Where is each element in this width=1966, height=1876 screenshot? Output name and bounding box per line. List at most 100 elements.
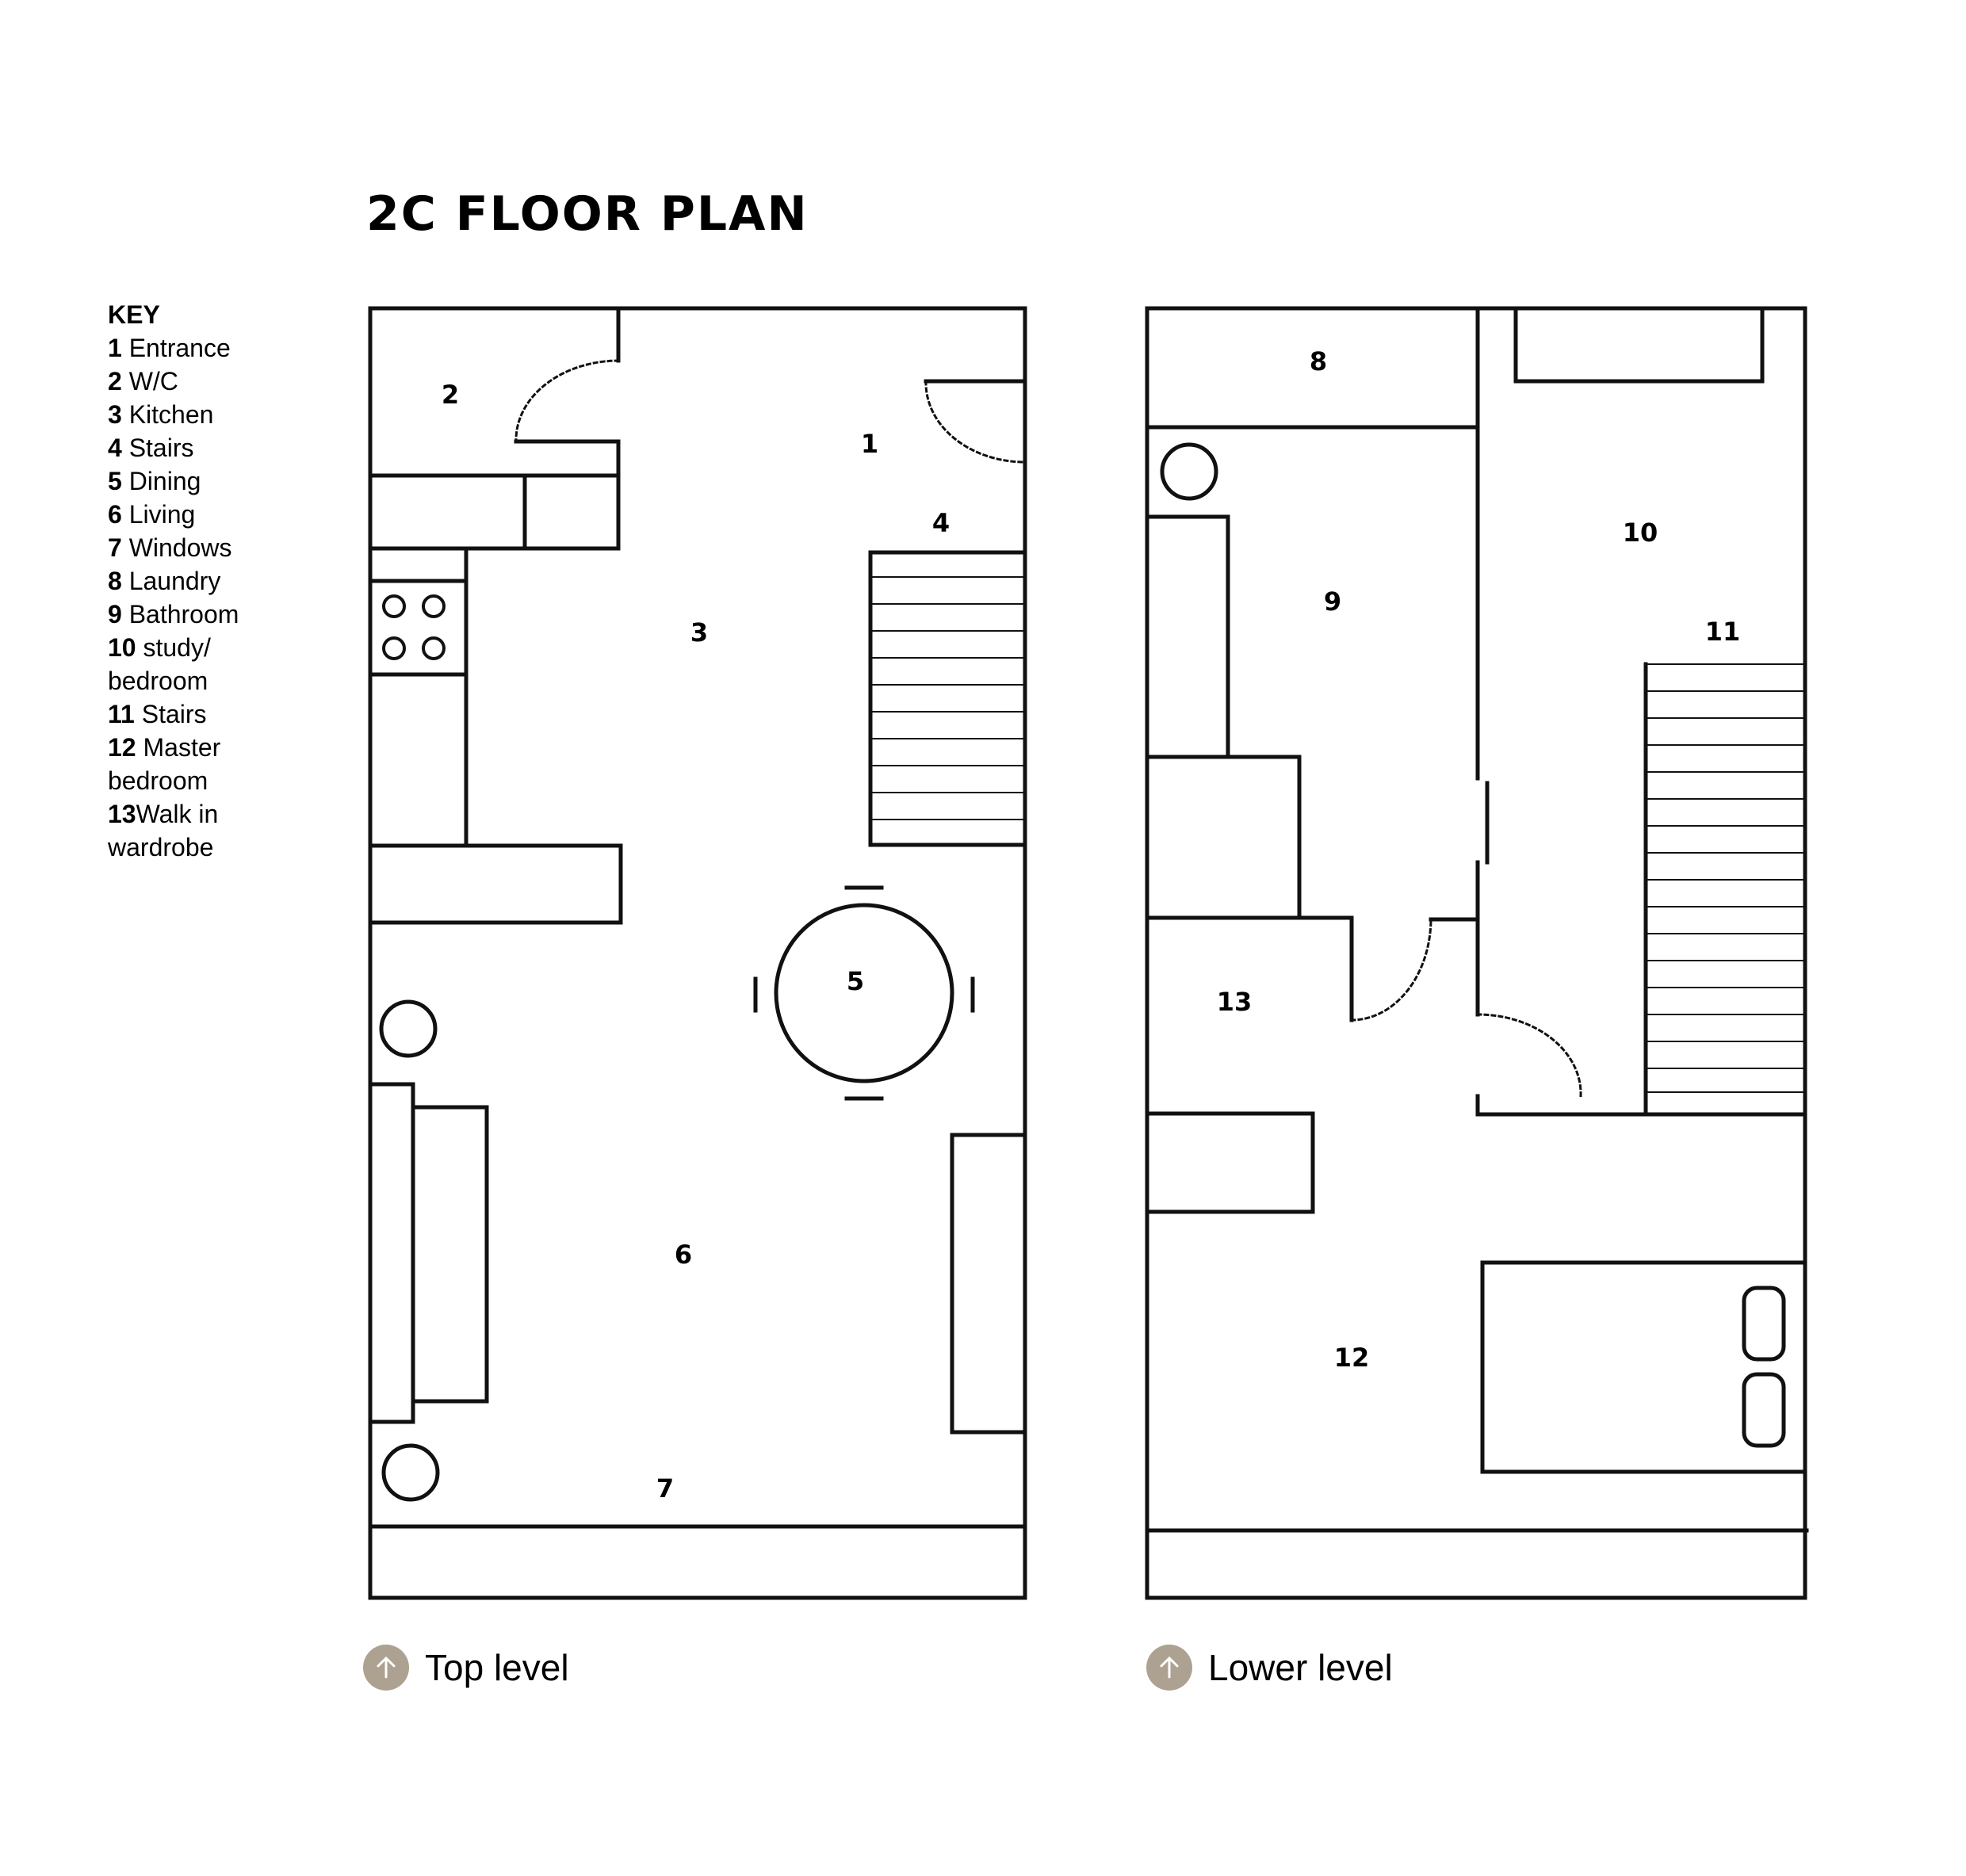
top-level-caption: Top level [363,1645,569,1691]
lower-level-plan [1145,306,1809,1600]
key-heading: KEY [108,300,160,329]
key-item-label: Stairs [128,434,194,462]
key-item-label: Bathroom [128,600,239,629]
key-item-label: Walk in [136,800,219,828]
key-item-label: Stairs [141,700,207,728]
room-label-wc: 2 [442,380,459,410]
legend-key: KEY 1 Entrance 2 W/C 3 Kitchen 4 Stairs … [108,298,239,864]
key-item-number: 3 [108,400,122,429]
room-label-dining: 5 [847,966,864,996]
wc-lower-wall [514,439,621,551]
master-bed [1480,1260,1807,1474]
kitchen-counter-side [368,546,469,848]
room-label-wardrobe: 13 [1217,987,1253,1017]
key-item: 12 Master [108,731,239,764]
key-item: 1 Entrance [108,331,239,365]
sofa-seat [411,1105,489,1404]
room-label-kitchen: 3 [690,617,708,648]
key-item-number: 10 [108,633,136,662]
lower-level-caption: Lower level [1146,1645,1393,1691]
key-item: 2 W/C [108,365,239,398]
key-item-continued: bedroom [108,667,208,695]
top-outer-wall [368,306,1027,1600]
room-label-laundry: 8 [1310,346,1327,376]
wardrobe-wall [1145,915,1354,1022]
key-item-number: 13 [108,800,136,828]
bedroom-wall [1475,1094,1583,1117]
key-item: 6 Living [108,498,239,531]
kitchen-island [368,843,623,925]
room-labels: 1 2 3 4 5 6 7 8 9 10 11 12 13 [442,346,1740,1503]
key-item-label: Entrance [128,334,231,362]
lower-stair-treads [1645,663,1806,1093]
room-label-stairs: 4 [932,508,950,538]
caption-label: Top level [425,1647,569,1688]
key-item-continued: bedroom [108,766,208,795]
room-label-study: 10 [1623,518,1658,548]
bedroom-door-swing [1476,1013,1582,1098]
key-item-number: 9 [108,600,122,629]
kitchen-counter-upper [368,473,621,551]
study-desk [1513,306,1765,384]
room-label-windows: 7 [656,1473,674,1503]
top-stair-treads [870,576,1026,820]
key-item-number: 4 [108,434,122,462]
burner [422,636,446,660]
wardrobe-shelf [1145,1111,1315,1214]
arrow-up-icon [1146,1645,1192,1691]
room-label-master-bedroom: 12 [1334,1343,1370,1373]
sofa-back [368,1082,415,1424]
key-item-number: 5 [108,467,122,495]
pillow [1742,1372,1786,1448]
key-item-number: 12 [108,733,136,762]
key-item-label: Master [143,733,221,762]
room-label-living: 6 [675,1240,692,1270]
top-level-plan [368,306,1027,1600]
key-item-number: 8 [108,567,122,595]
key-item: 8 Laundry [108,564,239,598]
key-item-label: Dining [128,467,201,495]
key-item: 3 Kitchen [108,398,239,431]
bathroom-shower [1145,755,1302,920]
page-title: 2C FLOOR PLAN [366,186,809,242]
key-item-number: 1 [108,334,122,362]
key-item-label: W/C [128,367,178,395]
key-item-number: 11 [108,700,135,728]
entrance-door-swing [924,380,1027,464]
burner [382,594,406,618]
sideboard [950,1133,1027,1435]
key-item-continued: wardrobe [108,833,214,862]
bathroom-vanity [1145,514,1230,759]
cooktop [368,579,469,677]
key-item-label: Laundry [128,567,221,595]
arrow-up-icon [363,1645,409,1691]
key-item-label: study/ [143,633,211,662]
key-item: 10 study/ [108,631,239,664]
key-item-label: Kitchen [128,400,214,429]
key-item: 5 Dining [108,464,239,498]
key-item: 9 Bathroom [108,598,239,631]
key-item-number: 6 [108,500,122,529]
burner [382,636,406,660]
room-label-entrance: 1 [861,429,878,459]
pillow [1742,1286,1786,1362]
key-item-number: 7 [108,533,122,562]
key-item-label: Living [128,500,196,529]
burner [422,594,446,618]
key-item: 13Walk in [108,797,239,831]
key-item: 7 Windows [108,531,239,564]
top-stairs [868,550,1027,847]
room-label-lower-stairs: 11 [1705,617,1741,647]
wc-door-swing [514,359,620,441]
key-item: 11 Stairs [108,697,239,731]
dining-table [774,903,954,1083]
caption-label: Lower level [1208,1647,1393,1688]
plant-pot [381,1443,440,1502]
wardrobe-door-swing [1350,918,1432,1022]
plant-pot [379,999,438,1058]
bathroom-basin [1160,442,1218,501]
key-item: 4 Stairs [108,431,239,464]
key-item-number: 2 [108,367,122,395]
room-label-bathroom: 9 [1324,586,1341,617]
